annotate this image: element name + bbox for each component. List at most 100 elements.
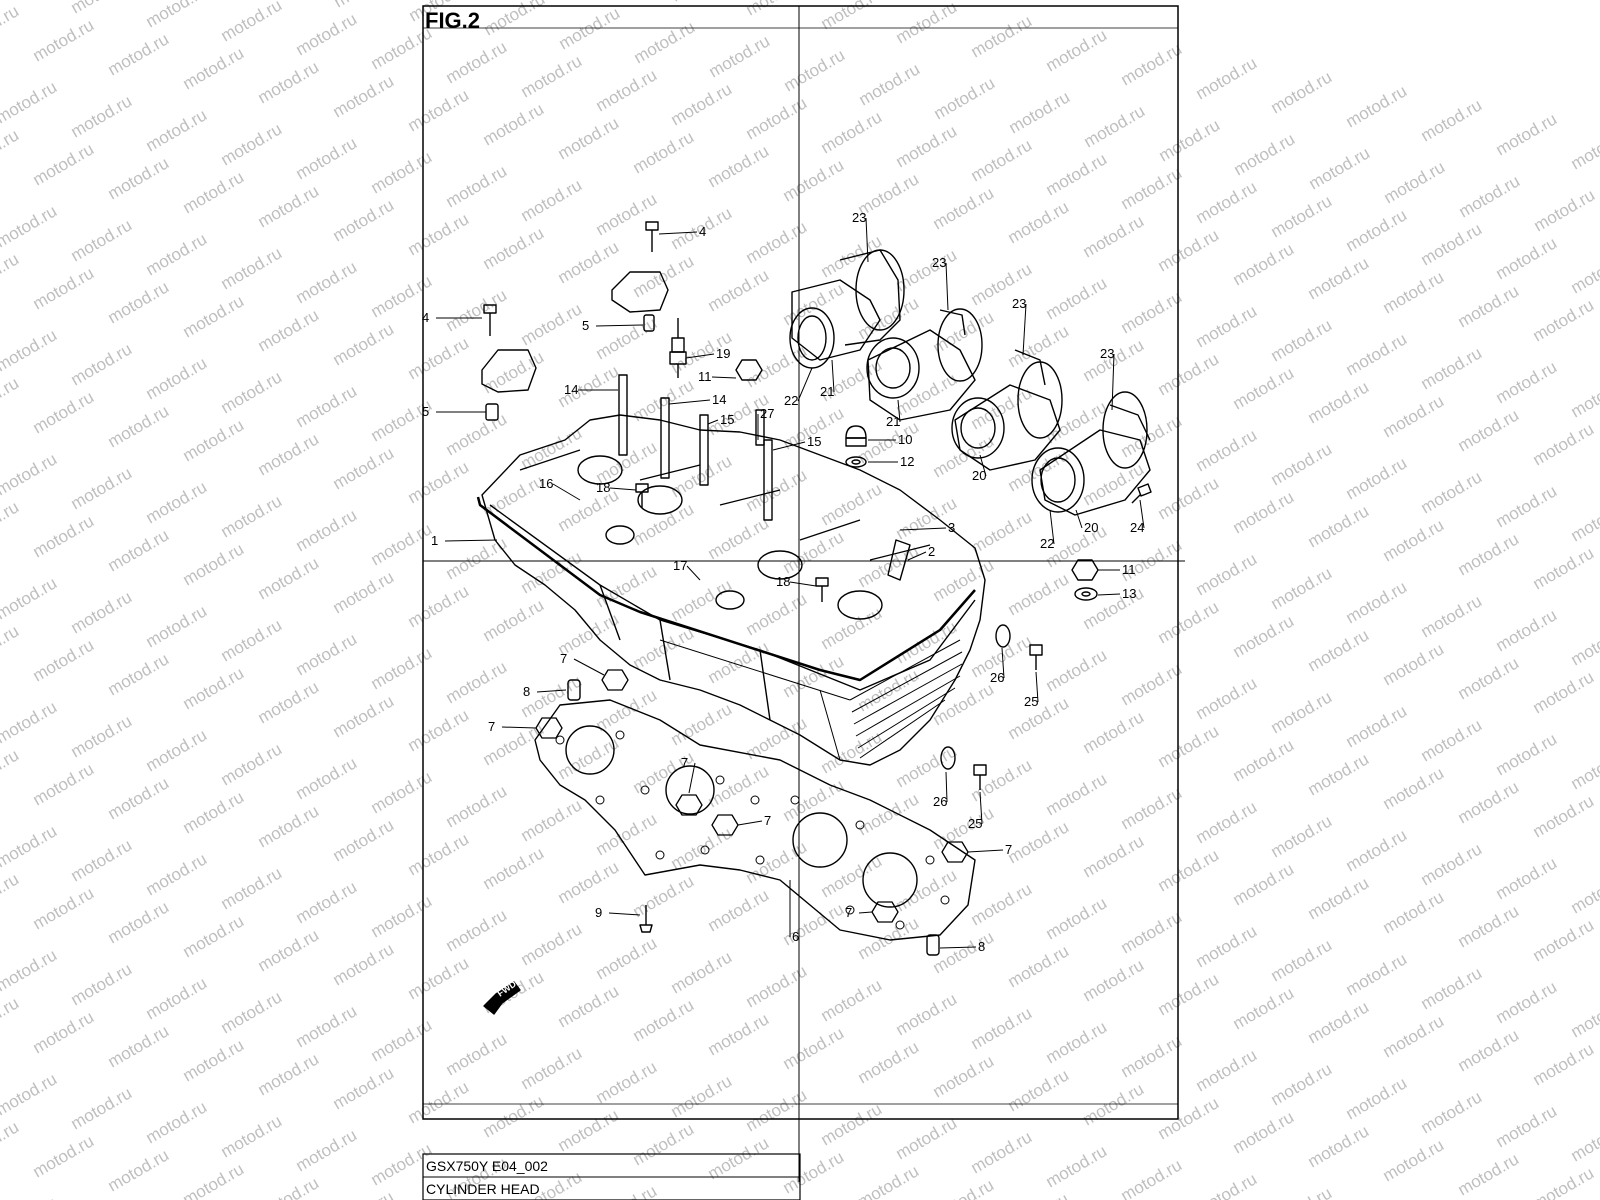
watermark-text: motod.ru xyxy=(1343,329,1411,379)
callout-c3: 3 xyxy=(948,520,955,535)
callout-c11a: 11 xyxy=(698,369,712,384)
watermark-text: motod.ru xyxy=(1118,535,1186,585)
watermark-text: motod.ru xyxy=(1493,853,1561,903)
watermark-text: motod.ru xyxy=(1530,419,1598,469)
watermark-text: motod.ru xyxy=(818,975,886,1025)
callout-c18a: 18 xyxy=(596,480,610,495)
watermark-text: motod.ru xyxy=(0,449,60,499)
watermark-text: motod.ru xyxy=(1005,197,1073,247)
watermark-text: motod.ru xyxy=(105,525,173,575)
watermark-text: motod.ru xyxy=(143,229,211,279)
watermark-text: motod.ru xyxy=(743,93,811,143)
watermark-text: motod.ru xyxy=(1530,915,1598,965)
callout-c26a: 26 xyxy=(990,670,1004,685)
watermark-text: motod.ru xyxy=(1568,371,1600,421)
watermark-text: motod.ru xyxy=(1418,1087,1486,1137)
watermark-text: motod.ru xyxy=(1005,941,1073,991)
leader-line xyxy=(945,262,949,311)
watermark-text: motod.ru xyxy=(1118,1031,1186,1081)
intake-boot-3 xyxy=(951,349,1063,471)
watermark-text: motod.ru xyxy=(143,849,211,899)
watermark-text: motod.ru xyxy=(593,65,661,115)
watermark-text: motod.ru xyxy=(30,387,98,437)
watermark-text: motod.ru xyxy=(105,153,173,203)
callout-c2: 2 xyxy=(928,544,935,559)
watermark-text: motod.ru xyxy=(180,539,248,589)
watermark-text: motod.ru xyxy=(255,801,323,851)
watermark-text: motod.ru xyxy=(180,663,248,713)
watermark-text: motod.ru xyxy=(555,981,623,1031)
watermark-text: motod.ru xyxy=(443,905,511,955)
watermark-text: motod.ru xyxy=(1193,301,1261,351)
watermark-text: motod.ru xyxy=(1493,977,1561,1027)
watermark-text: motod.ru xyxy=(443,409,511,459)
watermark-text: motod.ru xyxy=(293,381,361,431)
watermark-text: motod.ru xyxy=(518,1043,586,1093)
callout-c6: 6 xyxy=(792,929,799,944)
leader-line xyxy=(711,376,737,379)
watermark-text: motod.ru xyxy=(1193,177,1261,227)
watermark-text: motod.ru xyxy=(1455,1025,1523,1075)
watermark-text: motod.ru xyxy=(856,59,924,109)
watermark-text: motod.ru xyxy=(1305,749,1373,799)
leader-line xyxy=(573,658,605,676)
watermark-text: motod.ru xyxy=(855,1037,923,1087)
watermark-text: motod.ru xyxy=(255,1173,323,1200)
watermark-text: motod.ru xyxy=(893,617,961,667)
watermark-text: motod.ru xyxy=(1268,935,1336,985)
watermark-text: motod.ru xyxy=(180,1159,248,1200)
callout-c25b: 25 xyxy=(968,816,982,831)
leader-line xyxy=(945,771,948,803)
watermark-text: motod.ru xyxy=(743,589,811,639)
watermark-text: motod.ru xyxy=(405,705,473,755)
leader-line xyxy=(1111,353,1115,411)
watermark-text: motod.ru xyxy=(1268,1059,1336,1109)
watermark-text: motod.ru xyxy=(780,1023,848,1073)
watermark-text: motod.ru xyxy=(1193,53,1261,103)
watermark-text: motod.ru xyxy=(30,759,98,809)
watermark-text: motod.ru xyxy=(1568,867,1600,917)
watermark-text: motod.ru xyxy=(930,1175,998,1200)
watermark-text: motod.ru xyxy=(1380,887,1448,937)
watermark-text: motod.ru xyxy=(1493,481,1561,531)
bolts-18 xyxy=(635,483,829,602)
watermark-text: motod.ru xyxy=(105,29,173,79)
watermark-text: motod.ru xyxy=(0,1193,60,1200)
watermark-text: motod.ru xyxy=(1418,591,1486,641)
watermark-text: motod.ru xyxy=(818,107,886,157)
watermark-text: motod.ru xyxy=(0,201,60,251)
watermark-text: motod.ru xyxy=(930,1051,998,1101)
watermark-text: motod.ru xyxy=(1530,295,1598,345)
watermark-text: motod.ru xyxy=(1268,439,1336,489)
leader-line xyxy=(1097,593,1121,596)
watermark-text: motod.ru xyxy=(1418,839,1486,889)
watermark-text: motod.ru xyxy=(0,621,22,671)
watermark-text: motod.ru xyxy=(30,1131,98,1181)
watermark-text: motod.ru xyxy=(143,725,211,775)
watermark-text: motod.ru xyxy=(1230,487,1298,537)
callout-c7a: 7 xyxy=(560,651,567,666)
leader-line xyxy=(1049,509,1055,545)
watermark-text: motod.ru xyxy=(855,789,923,839)
watermark-text: motod.ru xyxy=(0,373,22,423)
watermark-text: motod.ru xyxy=(480,595,548,645)
watermark-text: motod.ru xyxy=(1530,791,1598,841)
watermark-text: motod.ru xyxy=(893,741,961,791)
callout-c7b: 7 xyxy=(488,719,495,734)
watermark-text: motod.ru xyxy=(1343,1073,1411,1123)
callout-c5a: 5 xyxy=(582,318,589,333)
watermark-text: motod.ru xyxy=(330,195,398,245)
watermark-text: motod.ru xyxy=(218,0,286,45)
head-gasket xyxy=(534,699,976,941)
watermark-text: motod.ru xyxy=(1118,907,1186,957)
watermark-text: motod.ru xyxy=(555,1105,623,1155)
watermark-text: motod.ru xyxy=(293,1125,361,1175)
watermark-text: motod.ru xyxy=(68,959,136,1009)
watermark-text: motod.ru xyxy=(743,837,811,887)
watermark-text: motod.ru xyxy=(893,865,961,915)
callout-c23a: 23 xyxy=(852,210,866,225)
watermark-text: motod.ru xyxy=(105,1021,173,1071)
watermark-text: motod.ru xyxy=(368,519,436,569)
watermark-text: motod.ru xyxy=(443,781,511,831)
leader-line xyxy=(967,849,1004,853)
